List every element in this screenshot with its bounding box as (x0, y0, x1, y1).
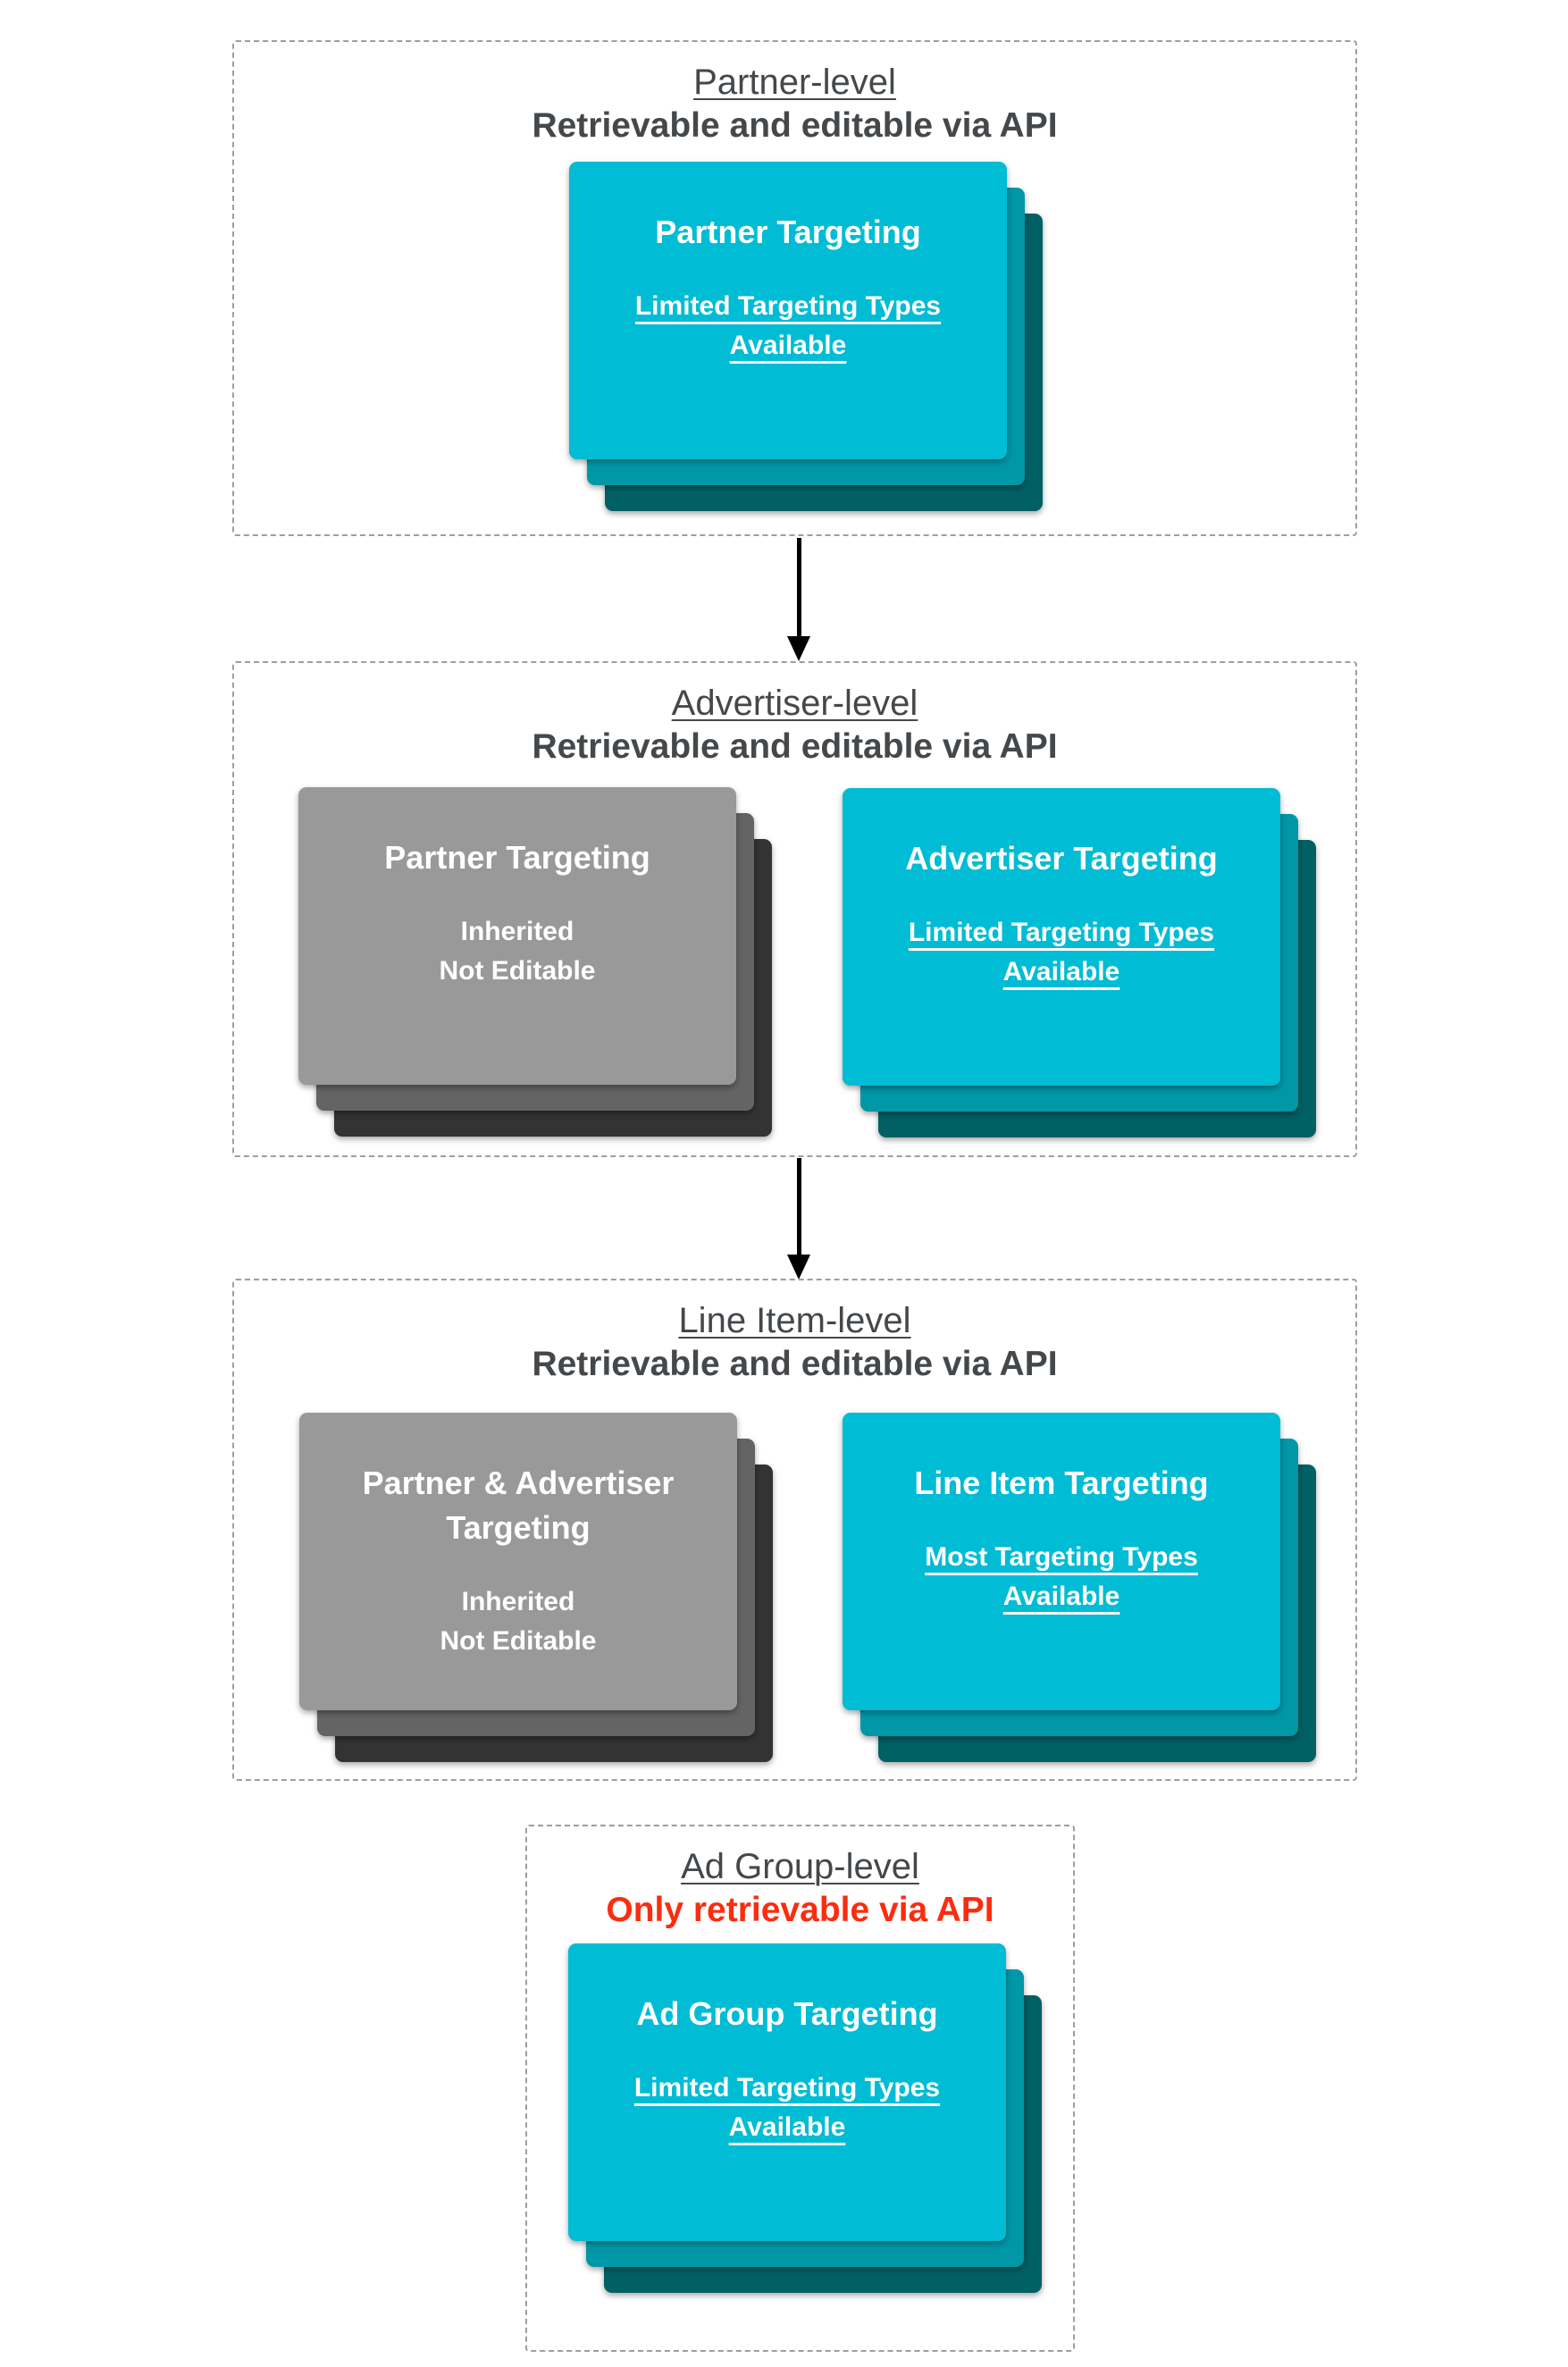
card-body: Limited Targeting Types Available (633, 2073, 941, 2142)
card-title: Ad Group Targeting (636, 1995, 938, 2032)
arrow-line (796, 1158, 801, 1255)
flow-arrow-partner-to-advertiser (787, 538, 810, 661)
section-subtitle: Retrievable and editable via API (532, 727, 1058, 766)
ad-group-level-section: Ad Group-level Only retrievable via API … (525, 1825, 1075, 2352)
partner-level-section: Partner-level Retrievable and editable v… (232, 40, 1357, 536)
partner-level-header: Partner-level Retrievable and editable v… (234, 42, 1355, 147)
card-body: Inherited Not Editable (439, 917, 596, 986)
ad-group-level-header: Ad Group-level Only retrievable via API (527, 1826, 1073, 1932)
arrow-head-icon (787, 636, 810, 661)
partner-targeting-card: Partner Targeting Limited Targeting Type… (569, 162, 1007, 459)
card-body: Limited Targeting Types Available (908, 918, 1215, 986)
card-body: Limited Targeting Types Available (634, 291, 942, 360)
ad-group-targeting-card-stack: Ad Group Targeting Limited Targeting Typ… (568, 1943, 1042, 2293)
line-item-level-section: Line Item-level Retrievable and editable… (232, 1279, 1357, 1781)
section-subtitle: Retrievable and editable via API (532, 106, 1058, 145)
card-title: Partner Targeting (655, 214, 921, 250)
card-title: Line Item Targeting (914, 1465, 1209, 1501)
section-title: Ad Group-level (681, 1847, 919, 1886)
inherited-partner-targeting-card-stack: Partner Targeting Inherited Not Editable (298, 787, 772, 1137)
inherited-partner-advertiser-targeting-card: Partner & Advertiser Targeting Inherited… (299, 1413, 737, 1710)
card-title: Partner & Advertiser Targeting (362, 1465, 675, 1546)
card-title: Advertiser Targeting (905, 840, 1218, 877)
line-item-targeting-card: Line Item Targeting Most Targeting Types… (843, 1413, 1280, 1710)
card-body: Most Targeting Types Available (925, 1542, 1198, 1611)
advertiser-targeting-card-stack: Advertiser Targeting Limited Targeting T… (843, 788, 1316, 1137)
line-item-targeting-card-stack: Line Item Targeting Most Targeting Types… (843, 1413, 1316, 1762)
section-title: Advertiser-level (671, 684, 918, 723)
section-title: Partner-level (693, 63, 896, 102)
advertiser-targeting-card: Advertiser Targeting Limited Targeting T… (843, 788, 1280, 1086)
inherited-partner-targeting-card: Partner Targeting Inherited Not Editable (298, 787, 736, 1085)
advertiser-level-section: Advertiser-level Retrievable and editabl… (232, 661, 1357, 1157)
section-subtitle: Only retrievable via API (606, 1891, 994, 1929)
line-item-level-header: Line Item-level Retrievable and editable… (234, 1280, 1355, 1386)
advertiser-level-header: Advertiser-level Retrievable and editabl… (234, 663, 1355, 768)
arrow-line (796, 538, 801, 636)
section-subtitle: Retrievable and editable via API (532, 1345, 1058, 1383)
partner-targeting-card-stack: Partner Targeting Limited Targeting Type… (569, 162, 1043, 511)
inherited-partner-advertiser-targeting-card-stack: Partner & Advertiser Targeting Inherited… (299, 1413, 773, 1762)
ad-group-targeting-card: Ad Group Targeting Limited Targeting Typ… (568, 1943, 1006, 2241)
flow-arrow-advertiser-to-lineitem (787, 1158, 810, 1280)
section-title: Line Item-level (678, 1301, 911, 1340)
arrow-head-icon (787, 1255, 810, 1280)
card-title: Partner Targeting (384, 839, 650, 876)
card-body: Inherited Not Editable (440, 1587, 597, 1656)
